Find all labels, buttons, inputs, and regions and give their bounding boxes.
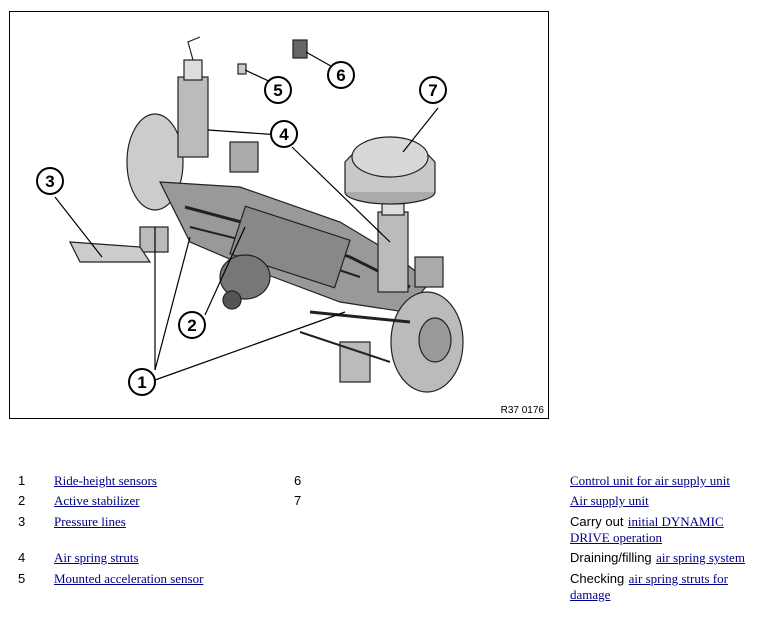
svg-text:7: 7 (428, 81, 437, 100)
legend-action-draining: Draining/filling air spring system (570, 550, 745, 566)
action-prefix: Carry out (570, 514, 624, 529)
callout-7: 7 (419, 76, 447, 104)
legend-num: 5 (18, 571, 26, 586)
link-air-spring-struts-for[interactable]: air spring struts for (628, 571, 728, 586)
link-control-unit-air-supply[interactable]: Control unit for air supply unit (570, 473, 730, 488)
link-damage[interactable]: damage (570, 587, 611, 602)
suspension-diagram: 1 2 3 4 5 6 7 (9, 11, 549, 419)
legend-num: 1 (18, 473, 26, 488)
link-ride-height-sensors[interactable]: Ride-height sensors (54, 473, 157, 488)
link-air-supply-unit[interactable]: Air supply unit (570, 493, 649, 508)
suspension-illustration: 1 2 3 4 5 6 7 (36, 36, 464, 396)
svg-text:3: 3 (45, 172, 54, 191)
callout-1: 1 (128, 368, 156, 396)
legend-num: 6 (294, 473, 302, 488)
legend-action-dynamic-drive: Carry out initial DYNAMIC DRIVE operatio… (570, 514, 760, 546)
callout-4: 4 (270, 120, 298, 148)
legend-num: 7 (294, 493, 302, 508)
legend-action-checking: Checking air spring struts for damage (570, 571, 760, 603)
legend-item-6: Control unit for air supply unit (570, 473, 730, 489)
link-air-spring-system[interactable]: air spring system (656, 550, 745, 565)
link-drive-operation[interactable]: DRIVE operation (570, 530, 663, 545)
callout-3: 3 (36, 167, 64, 195)
action-prefix: Checking (570, 571, 625, 586)
callout-5: 5 (264, 76, 292, 104)
svg-text:2: 2 (187, 316, 196, 335)
legend-item-7: Air supply unit (570, 493, 649, 509)
svg-text:6: 6 (336, 66, 345, 85)
legend-num: 4 (18, 550, 26, 565)
svg-text:1: 1 (137, 373, 146, 392)
legend-num: 3 (18, 514, 26, 529)
callout-group: 1 2 3 4 5 6 7 (36, 61, 447, 396)
link-initial-dynamic-drive[interactable]: initial DYNAMIC (627, 514, 724, 529)
link-air-spring-struts[interactable]: Air spring struts (54, 550, 139, 565)
figure-id-label: R37 0176 (500, 405, 544, 416)
callout-2: 2 (178, 311, 206, 339)
link-active-stabilizer[interactable]: Active stabilizer (54, 493, 140, 508)
callout-6: 6 (327, 61, 355, 89)
link-mounted-acceleration-sensor[interactable]: Mounted acceleration sensor (54, 571, 204, 586)
link-pressure-lines[interactable]: Pressure lines (54, 514, 126, 529)
svg-text:5: 5 (273, 81, 282, 100)
legend-num: 2 (18, 493, 26, 508)
svg-text:4: 4 (279, 125, 289, 144)
action-prefix: Draining/filling (570, 550, 652, 565)
